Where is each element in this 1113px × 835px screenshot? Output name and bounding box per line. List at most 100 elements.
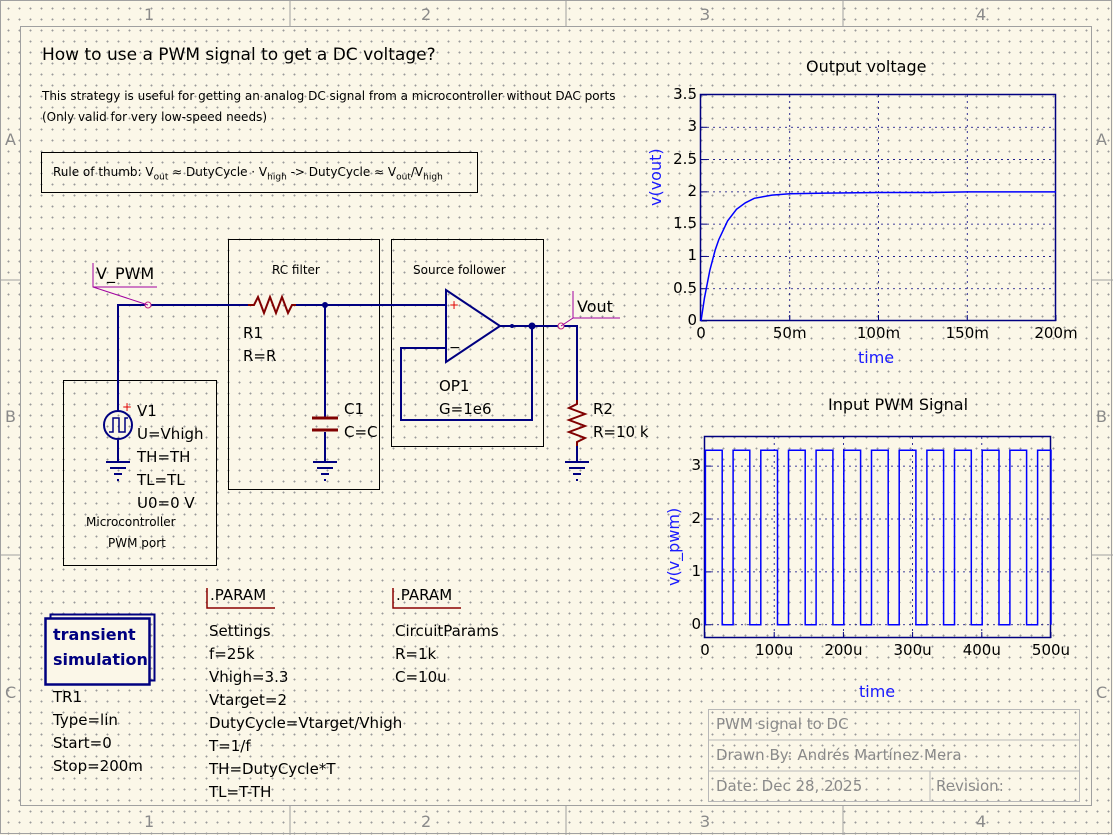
chart-1-y-tick-label: 0.5 [673, 278, 697, 297]
chart-2-title: Input PWM Signal [828, 395, 969, 414]
chart-2-y-tick-label: 3 [691, 456, 701, 475]
col-label-1: 1 [144, 5, 155, 24]
col-label-4-bottom: 4 [976, 812, 987, 831]
wires [117, 304, 578, 462]
param-line: T=1/f [209, 737, 251, 755]
op1-gain: G=1e6 [439, 400, 492, 418]
vout-node-label: Vout [577, 297, 613, 316]
c1-value: C=C [344, 423, 378, 441]
row-label-a: A [5, 130, 16, 149]
param-circuit-block[interactable]: CircuitParams R=1k C=10u [395, 620, 499, 689]
param-settings-block[interactable]: Settings f=25k Vhigh=3.3 Vtarget=2 DutyC… [209, 620, 402, 804]
param-circuit-tag-line [392, 588, 461, 609]
v1-properties: V1 U=Vhigh TH=TH TL=TL U0=0 V [137, 400, 204, 515]
param-line: Settings [209, 622, 271, 640]
sim-title-line-1: transient [53, 625, 136, 644]
param-line: TH=DutyCycle*T [209, 760, 336, 778]
rule-of-thumb: Rule of thumb: Vout ≈ DutyCycle · Vhigh … [53, 165, 443, 182]
source-follower-box [391, 239, 544, 447]
rc-filter-label: RC filter [272, 263, 320, 277]
rule-sub-high-2: high [423, 172, 443, 183]
op1-name: OP1 [439, 377, 470, 395]
series-line-vout [700, 191, 1056, 322]
v1-u0: U0=0 V [137, 494, 195, 512]
rule-box [41, 152, 478, 193]
v1-symbol: + [103, 390, 133, 440]
sim-prop: TR1 [53, 688, 83, 706]
ground-symbols [106, 461, 589, 481]
row-label-c: C [5, 683, 17, 702]
junction-dots [322, 302, 536, 330]
chart-1-y-tick-label: 2.5 [673, 149, 697, 168]
chart-1-y-tick-label: 3.5 [673, 85, 697, 103]
chart-1-y-tick-label: 2 [687, 181, 697, 200]
vout-leader [560, 291, 574, 327]
col-label-2-bottom: 2 [421, 812, 432, 831]
row-label-c-right: C [1096, 683, 1108, 702]
param-line: Vhigh=3.3 [209, 668, 289, 686]
param-line: f=25k [209, 645, 255, 663]
rule-sub-high: high [267, 172, 287, 183]
v1-name: V1 [137, 402, 157, 420]
simulation-box [44, 613, 156, 686]
vout-port [557, 322, 565, 330]
param-line: CircuitParams [395, 622, 499, 640]
v-pwm-node-label: V_PWM [96, 264, 155, 283]
row-label-a-right: A [1096, 130, 1107, 149]
r1-name: R1 [243, 324, 263, 342]
param-circuit-tag: .PARAM [396, 586, 453, 604]
c1-symbol [312, 416, 338, 432]
c1-properties: C1 C=C [344, 398, 378, 444]
col-label-1-bottom: 1 [144, 812, 155, 831]
rule-slash: /V [410, 165, 424, 179]
sim-title-line-2: simulation [53, 650, 148, 669]
col-label-2: 2 [421, 5, 432, 24]
chart-1-y-tick-label: 0 [687, 311, 697, 329]
rule-arrow: -> DutyCycle ≈ V [286, 165, 397, 179]
chart-2-y-tick-label: 2 [691, 508, 701, 527]
r1-value: R=R [243, 347, 277, 365]
r2-value: R=10 k [593, 423, 649, 441]
col-label-3: 3 [700, 5, 711, 24]
chart-1-ylabel: v(vout) [646, 148, 665, 206]
title-block-drawn-by: Drawn By: Andrés Martínez Mera [716, 746, 962, 764]
v1-th: TH=TH [137, 448, 191, 466]
chart-1-x-tick-label: 50m [772, 324, 807, 342]
sim-prop: Start=0 [53, 734, 112, 752]
param-line: DutyCycle=Vtarget/Vhigh [209, 714, 403, 732]
chart-1-title: Output voltage [806, 57, 927, 76]
rc-filter-box [228, 239, 380, 490]
pwm-port-label: PWM port [108, 536, 166, 550]
sim-prop: Stop=200m [53, 757, 143, 775]
transient-simulation-block[interactable]: transient simulation [53, 622, 148, 672]
param-settings-tag-line [206, 588, 275, 609]
description-line-2: (Only valid for very low-speed needs) [42, 110, 267, 124]
sim-prop: Type=lin [53, 711, 118, 729]
title-block-title: PWM signal to DC [716, 715, 849, 733]
v1-u: U=Vhigh [137, 425, 204, 443]
v-pwm-port [144, 301, 152, 309]
param-line: Vtarget=2 [209, 691, 287, 709]
source-follower-label: Source follower [413, 263, 506, 277]
microcontroller-label: Microcontroller [86, 515, 176, 529]
chart-1-x-tick-label: 100m [856, 324, 901, 342]
svg-text:+: + [449, 298, 459, 312]
chart-1-xlabel: time [858, 348, 895, 367]
chart-1-x-tick-label: 150m [945, 324, 989, 342]
chart-1-y-tick-label: 1.5 [673, 214, 697, 233]
r1-symbol [248, 294, 296, 316]
chart-1-x-tick-label: 200m [1034, 324, 1078, 342]
description-line-1: This strategy is useful for getting an a… [42, 89, 616, 103]
r1-properties: R1 R=R [243, 322, 276, 368]
op1-symbol: + − [445, 288, 502, 364]
chart-input-pwm [703, 435, 1052, 639]
param-line: C=10u [395, 668, 447, 686]
r2-properties: R2 R=10 k [593, 398, 649, 444]
rule-mid: ≈ DutyCycle · V [168, 165, 268, 179]
chart-2-x-tick-label: 0 [700, 641, 710, 659]
title-block [708, 709, 1080, 802]
svg-text:+: + [122, 400, 132, 414]
